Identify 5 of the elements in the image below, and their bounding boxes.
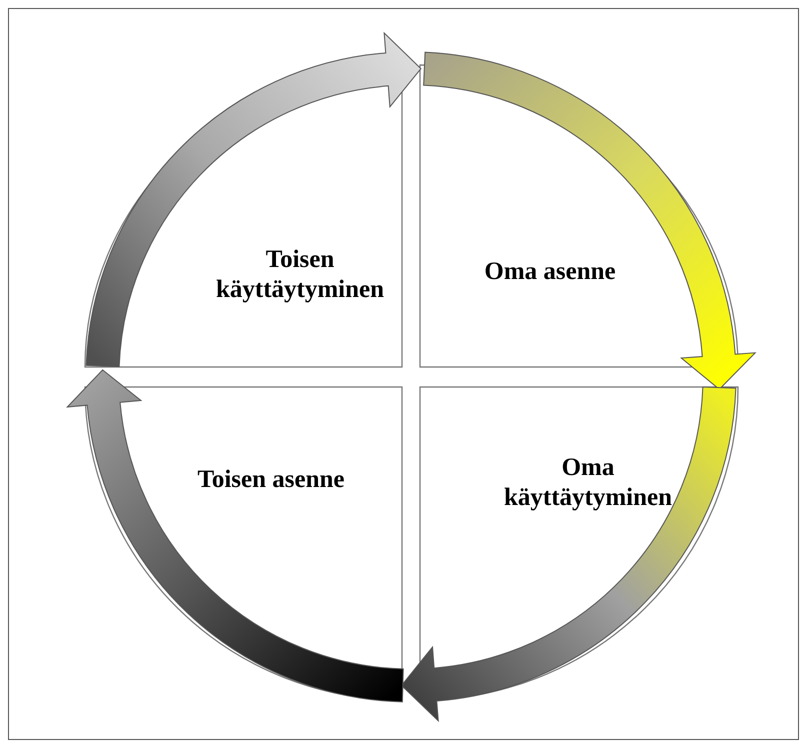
curved-arrow	[423, 52, 756, 390]
quadrant-label: Toisen käyttäytyminen	[214, 245, 386, 305]
quadrant-label: Oma asenne	[483, 257, 617, 287]
quadrant-label: Toisen asenne	[196, 465, 346, 495]
quadrant-label: Oma käyttäytyminen	[502, 453, 674, 513]
